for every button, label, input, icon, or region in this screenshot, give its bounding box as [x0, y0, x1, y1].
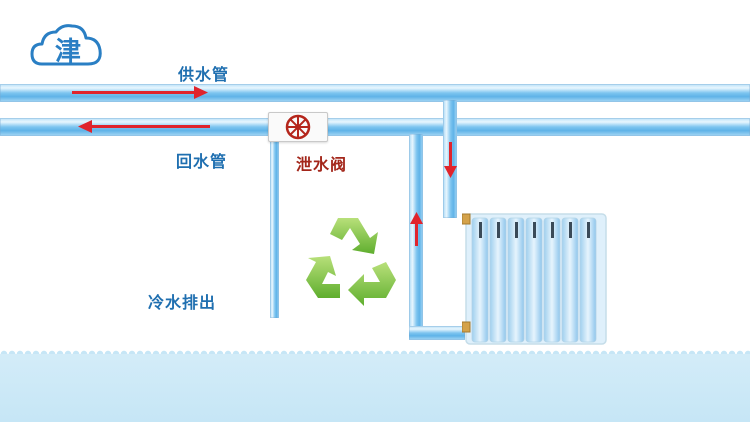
recycle-icon [306, 218, 396, 306]
radiator-icon [461, 213, 607, 345]
radiator [461, 210, 610, 348]
supply-pipe [0, 84, 750, 102]
return-riser-arrow-head [410, 212, 423, 224]
logo: 津 [28, 20, 108, 72]
supply-drop-arrow-head [444, 166, 457, 178]
drain-pipe [270, 134, 279, 318]
return-arrow-head [78, 120, 92, 133]
return-riser-arrow [415, 222, 418, 246]
radiator-return-pipe [409, 326, 465, 340]
return-flow-arrow [90, 125, 210, 128]
floor [0, 354, 750, 422]
supply-drop-arrow [449, 142, 452, 168]
valve-wheel-icon [285, 114, 311, 140]
cloud-logo-icon: 津 [30, 24, 102, 67]
logo-char: 津 [55, 37, 81, 67]
cold-water-discharge-label: 冷水排出 [148, 293, 217, 312]
drain-valve [268, 112, 328, 142]
supply-flow-arrow [72, 91, 198, 94]
return-pipe-label: 回水管 [176, 152, 228, 171]
supply-arrow-head [194, 86, 208, 99]
supply-pipe-label: 供水管 [178, 65, 230, 84]
drain-valve-label: 泄水阀 [296, 155, 348, 174]
return-pipe [0, 118, 750, 136]
